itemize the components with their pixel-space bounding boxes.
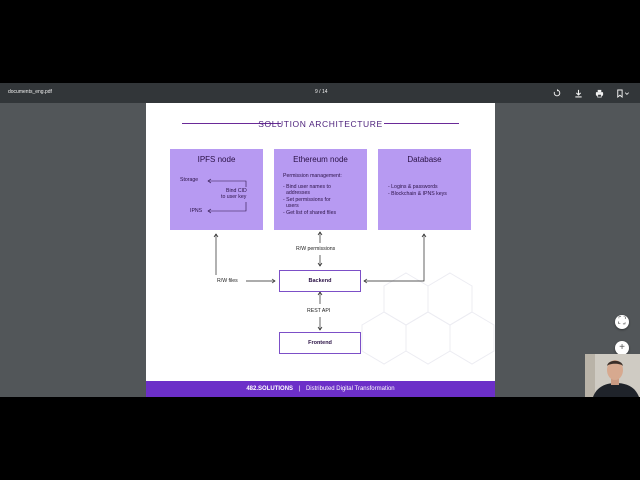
ipfs-ipns-label: IPNS xyxy=(190,208,203,214)
database-box: Database - Logins & passwords - Blockcha… xyxy=(378,149,471,230)
download-icon[interactable] xyxy=(571,86,585,100)
bookmark-icon[interactable] xyxy=(614,86,632,100)
pdf-page: SOLUTION ARCHITECTURE IPFS node Storage … xyxy=(146,103,495,397)
ethereum-node-box: Ethereum node Permission management: - B… xyxy=(274,149,367,230)
presenter-avatar xyxy=(585,354,640,397)
fit-to-page-button[interactable]: ⛶ xyxy=(615,315,629,329)
connector-arrows xyxy=(213,231,427,331)
ethereum-heading: Permission management: xyxy=(283,173,342,179)
footer-separator: | xyxy=(298,386,301,392)
ipfs-bind-arrows xyxy=(207,178,247,214)
title-line-right xyxy=(384,123,459,124)
rw-files-label: R/W files xyxy=(217,278,238,284)
ethereum-item2-line2: users xyxy=(286,203,299,209)
database-item2: - Blockchain & IPNS keys xyxy=(388,191,447,197)
database-item1: - Logins & passwords xyxy=(388,184,438,190)
pdf-toolbar: documents_eng.pdf 9 / 14 xyxy=(0,83,640,103)
ethereum-item2-line1: - Set permissions for xyxy=(283,197,331,203)
ethereum-item1-line2: addresses xyxy=(286,190,310,196)
frontend-box: Frontend xyxy=(279,332,361,354)
ipfs-node-title: IPFS node xyxy=(197,155,236,164)
webcam-overlay xyxy=(585,354,640,397)
ethereum-item3: - Get list of shared files xyxy=(283,210,337,216)
print-icon[interactable] xyxy=(592,86,606,100)
footer-tagline: Distributed Digital Transformation xyxy=(305,386,395,392)
hexagon-pattern xyxy=(361,272,495,365)
slide-footer: 482.SOLUTIONS | Distributed Digital Tran… xyxy=(146,381,495,397)
zoom-in-button[interactable]: + xyxy=(615,341,629,355)
page-counter[interactable]: 9 / 14 xyxy=(315,89,328,95)
footer-brand: 482.SOLUTIONS xyxy=(246,386,294,392)
rotate-icon[interactable] xyxy=(550,86,564,100)
pdf-viewer: documents_eng.pdf 9 / 14 SOLUTION ARCHIT… xyxy=(0,83,640,397)
ethereum-item1-line1: - Bind user names to xyxy=(283,184,331,190)
slide-title: SOLUTION ARCHITECTURE xyxy=(258,119,383,129)
rest-api-label: REST API xyxy=(307,308,331,314)
ipfs-bind-cid-line1: Bind CID xyxy=(226,188,247,194)
ipfs-node-box: IPFS node Storage Bind CID to user key I… xyxy=(170,149,263,230)
ipfs-bind-cid-line2: to user key xyxy=(221,194,247,200)
rw-permissions-label: R/W permissions xyxy=(296,246,336,252)
title-line-left xyxy=(182,123,281,124)
ipfs-storage-label: Storage xyxy=(180,177,199,183)
database-title: Database xyxy=(407,155,442,164)
backend-box: Backend xyxy=(279,270,361,292)
file-name: documents_eng.pdf xyxy=(8,89,52,95)
ethereum-node-title: Ethereum node xyxy=(293,155,348,164)
